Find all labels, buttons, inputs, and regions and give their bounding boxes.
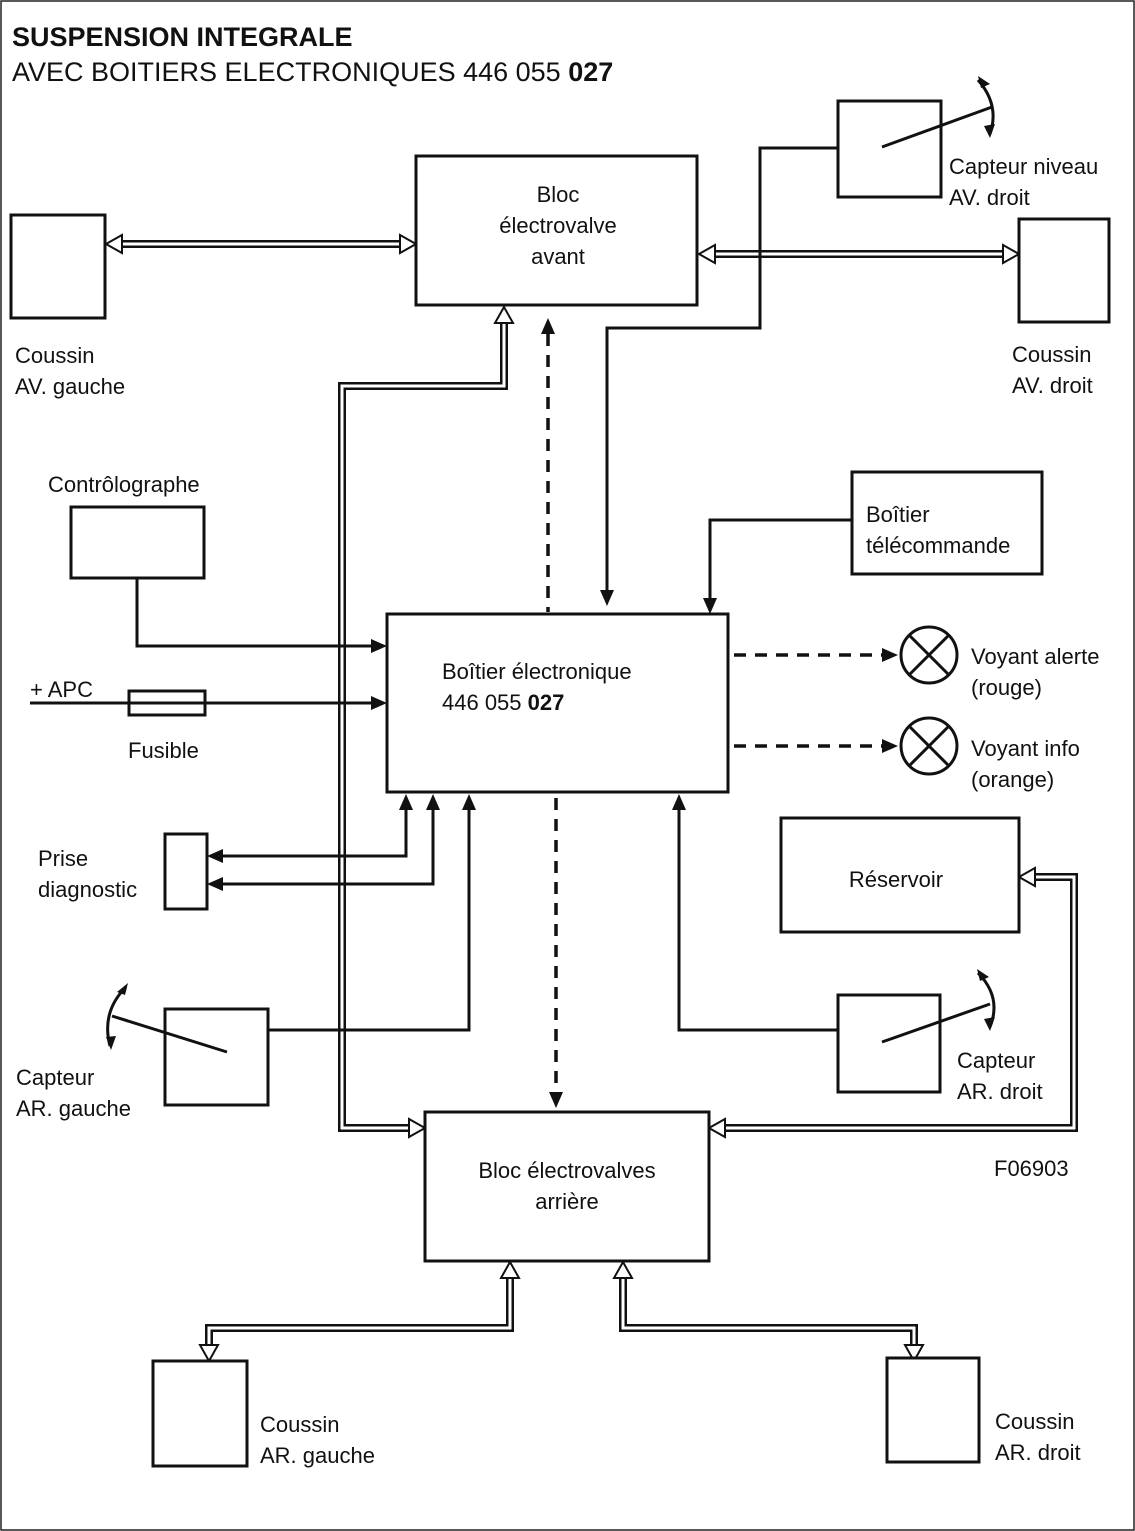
fusible-label: Fusible [128, 738, 199, 763]
pneumatic-lines [118, 240, 1078, 1350]
boitier-electronique [385, 612, 730, 794]
boitier-label-2: 446 055 027 [442, 690, 564, 715]
title-line1: SUSPENSION INTEGRALE [12, 22, 353, 52]
bloc-electrovalve-avant [414, 154, 699, 307]
figure-reference: F06903 [994, 1156, 1069, 1181]
coussin-ar-droit-label-1: Coussin [995, 1409, 1074, 1434]
coussin-ar-droit-label-2: AR. droit [995, 1440, 1081, 1465]
electrical-arrowheads [207, 590, 717, 891]
prise-label-2: diagnostic [38, 877, 137, 902]
bloc-avant-label-1: Bloc [537, 182, 580, 207]
coussin-av-droit [1017, 217, 1111, 324]
coussin-ar-gauche-label-1: Coussin [260, 1412, 339, 1437]
telecommande-label-1: Boîtier [866, 502, 930, 527]
coussin-av-gauche [9, 213, 107, 320]
coussin-ar-droit [885, 1356, 981, 1464]
controlographe-label: Contrôlographe [48, 472, 200, 497]
boitier-label-1: Boîtier électronique [442, 659, 632, 684]
voyant-alerte-lamp-icon [899, 625, 959, 685]
capteur-ar-droit-label-2: AR. droit [957, 1079, 1043, 1104]
coussin-av-droit-label-2: AV. droit [1012, 373, 1093, 398]
reservoir-label: Réservoir [849, 867, 943, 892]
bloc-electrovalves-arriere [423, 1110, 711, 1263]
coussin-ar-gauche [151, 1359, 249, 1468]
prise-diagnostic [163, 832, 209, 911]
dashed-signal-lines [541, 318, 898, 1108]
capteur-niveau-av-droit [836, 99, 943, 199]
capteur-av-droit-label-2: AV. droit [949, 185, 1030, 210]
pneumatic-arrowheads [103, 233, 1036, 1364]
coussin-ar-gauche-label-2: AR. gauche [260, 1443, 375, 1468]
bloc-arriere-label-1: Bloc électrovalves [478, 1158, 655, 1183]
reservoir [779, 816, 1021, 934]
coussin-av-gauche-label-2: AV. gauche [15, 374, 125, 399]
coussin-av-droit-label-1: Coussin [1012, 342, 1091, 367]
sensor-needle-icon [881, 1002, 991, 1044]
bloc-avant-label-3: avant [531, 244, 585, 269]
title-line2: AVEC BOITIERS ELECTRONIQUES 446 055 027 [12, 57, 613, 87]
capteur-ar-droit [836, 993, 942, 1094]
voyant-alerte-label-2: (rouge) [971, 675, 1042, 700]
bloc-arriere-label-2: arrière [535, 1189, 599, 1214]
sensor-needle-icon [111, 1014, 228, 1054]
telecommande-label-2: télécommande [866, 533, 1010, 558]
capteur-ar-droit-label-1: Capteur [957, 1048, 1035, 1073]
voyant-alerte-label-1: Voyant alerte [971, 644, 1099, 669]
bloc-avant-label-2: électrovalve [499, 213, 616, 238]
capteur-ar-gauche [163, 1007, 270, 1107]
controlographe [69, 505, 206, 580]
sensor-needle-icon [881, 105, 993, 149]
boitier-telecommande [850, 470, 1044, 576]
voyant-info-label-1: Voyant info [971, 736, 1080, 761]
capteur-ar-gauche-label-2: AR. gauche [16, 1096, 131, 1121]
capteur-av-droit-label-1: Capteur niveau [949, 154, 1098, 179]
capteur-ar-gauche-label-1: Capteur [16, 1065, 94, 1090]
prise-label-1: Prise [38, 846, 88, 871]
coussin-av-gauche-label-1: Coussin [15, 343, 94, 368]
voyant-info-lamp-icon [899, 716, 959, 776]
apc-label: + APC [30, 677, 93, 702]
voyant-info-label-2: (orange) [971, 767, 1054, 792]
